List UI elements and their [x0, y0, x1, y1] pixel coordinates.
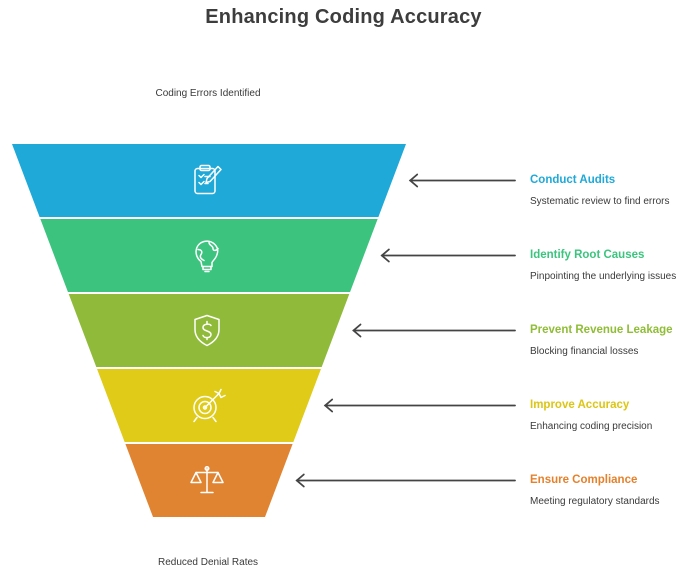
diagram-title: Enhancing Coding Accuracy	[205, 6, 482, 28]
arrow-icon	[323, 398, 516, 413]
stage-description: Pinpointing the underlying issues	[530, 270, 677, 282]
top-caption: Coding Errors Identified	[155, 88, 261, 99]
stage-description: Enhancing coding precision	[530, 420, 653, 432]
arrow-icon	[408, 173, 516, 188]
stage-description: Blocking financial losses	[530, 345, 639, 357]
stage-title: Conduct Audits	[530, 173, 616, 186]
arrow-icon	[352, 323, 516, 338]
arrow-icon	[380, 248, 516, 263]
stage-title: Prevent Revenue Leakage	[530, 323, 673, 336]
stage-title: Improve Accuracy	[530, 398, 630, 411]
stage-description: Meeting regulatory standards	[530, 495, 660, 507]
funnel-band	[125, 444, 293, 517]
stage-title: Identify Root Causes	[530, 248, 645, 261]
stage-title: Ensure Compliance	[530, 473, 638, 486]
arrow-icon	[295, 473, 516, 488]
bottom-caption: Reduced Denial Rates	[157, 557, 259, 568]
scales-icon	[190, 465, 224, 494]
globe-lightbulb-icon	[195, 240, 219, 273]
funnel-band	[40, 219, 378, 292]
funnel-band	[12, 144, 406, 217]
shield-dollar-icon	[194, 314, 220, 347]
funnel-band	[68, 294, 350, 367]
stage-description: Systematic review to find errors	[530, 195, 670, 207]
target-arrow-icon	[193, 388, 226, 423]
funnel-band	[97, 369, 321, 442]
clipboard-pencil-icon	[194, 164, 222, 195]
